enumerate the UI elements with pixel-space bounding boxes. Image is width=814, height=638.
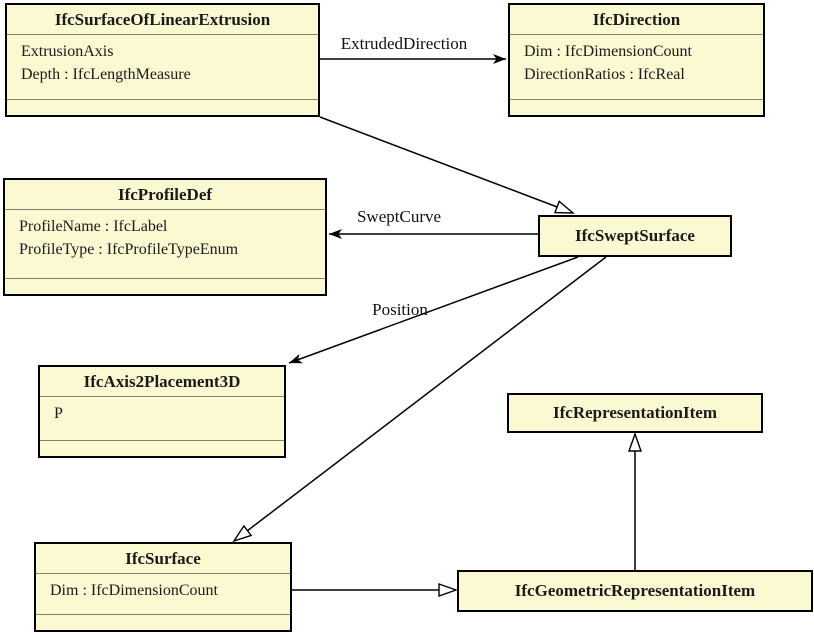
class-box-ifc-surface-of-linear-extrusion: IfcSurfaceOfLinearExtrusion ExtrusionAxi… (5, 3, 320, 117)
class-title: IfcSweptSurface (575, 226, 695, 245)
class-box-ifc-direction: IfcDirection Dim : IfcDimensionCount Dir… (508, 3, 765, 117)
class-attribute: Dim : IfcDimensionCount (50, 582, 218, 599)
class-box-ifc-representation-item: IfcRepresentationItem (507, 393, 763, 433)
class-attribute: Depth : IfcLengthMeasure (21, 66, 191, 83)
class-box-ifc-profile-def: IfcProfileDef ProfileName : IfcLabel Pro… (3, 178, 327, 296)
class-attribute: ExtrusionAxis (21, 43, 114, 60)
class-title: IfcDirection (592, 10, 681, 29)
class-operations-empty (510, 99, 763, 115)
class-title: IfcSurface (125, 549, 201, 568)
class-attribute: Dim : IfcDimensionCount (524, 43, 692, 60)
class-attributes: P (40, 396, 284, 440)
class-title: IfcRepresentationItem (553, 403, 717, 422)
class-box-ifc-surface: IfcSurface Dim : IfcDimensionCount (34, 542, 292, 632)
class-attribute: ProfileName : IfcLabel (19, 218, 168, 235)
class-title: IfcSurfaceOfLinearExtrusion (54, 10, 271, 29)
class-box-ifc-axis2-placement-3d: IfcAxis2Placement3D P (38, 365, 286, 458)
class-operations-empty (7, 99, 318, 115)
association-line-position (288, 256, 579, 364)
class-attributes: Dim : IfcDimensionCount DirectionRatios … (510, 34, 763, 99)
association-label-position: Position (372, 300, 428, 319)
class-title: IfcProfileDef (117, 185, 213, 204)
generalization-line-solex-to-sweptsurface (319, 116, 573, 213)
association-label-swept-curve: SweptCurve (356, 207, 442, 226)
class-box-ifc-geometric-representation-item: IfcGeometricRepresentationItem (457, 570, 813, 612)
class-title: IfcAxis2Placement3D (83, 372, 241, 391)
class-operations-empty (5, 278, 325, 294)
class-attribute: P (54, 405, 63, 422)
class-attributes: ProfileName : IfcLabel ProfileType : Ifc… (5, 209, 325, 278)
class-attributes: Dim : IfcDimensionCount (36, 573, 290, 614)
class-title: IfcGeometricRepresentationItem (514, 581, 756, 600)
class-box-ifc-swept-surface: IfcSweptSurface (538, 215, 732, 257)
association-label-extruded-direction: ExtrudedDirection (340, 34, 468, 53)
class-attribute: ProfileType : IfcProfileTypeEnum (19, 241, 239, 258)
class-attributes: ExtrusionAxis Depth : IfcLengthMeasure (7, 34, 318, 99)
class-operations-empty (40, 440, 284, 456)
class-attribute: DirectionRatios : IfcReal (524, 66, 685, 83)
class-operations-empty (36, 614, 290, 630)
